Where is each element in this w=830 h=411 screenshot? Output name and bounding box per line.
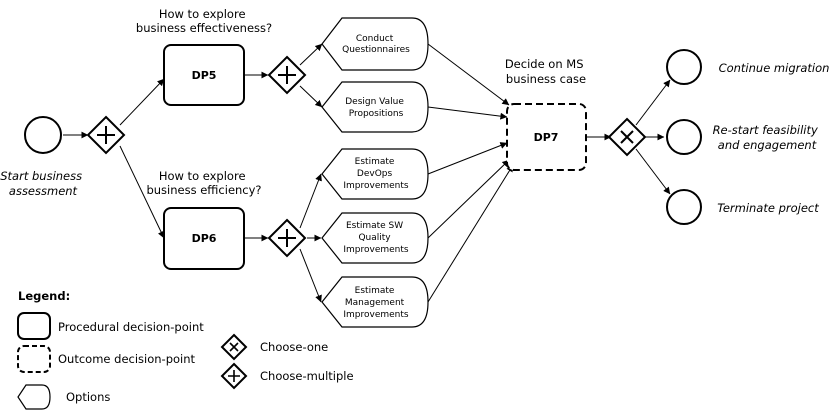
svg-text:Estimate DevOps Im: Estimate DevOps Improvements xyxy=(343,157,409,191)
legend: Legend: Procedural decision-point Outcom… xyxy=(17,289,354,410)
option-estimate-devops-improvements[interactable]: Estimate DevOps Improvements xyxy=(321,148,429,200)
gateway-choose-multiple-dp6[interactable] xyxy=(267,218,307,258)
legend-choose-multiple-label: Choose-multiple xyxy=(260,369,354,383)
edge-to-continue xyxy=(635,79,671,126)
end-event-restart[interactable] xyxy=(666,119,702,155)
edges xyxy=(63,43,671,303)
edge-devops-to-dp7 xyxy=(427,142,508,175)
gateway-choose-multiple-split[interactable] xyxy=(86,115,126,155)
legend-choose-multiple-swatch xyxy=(220,362,248,390)
edge-to-terminate xyxy=(635,148,671,195)
dp7-question: Decide on MS business case xyxy=(505,57,587,86)
dp5-label: DP5 xyxy=(192,69,217,82)
option-estimate-management-improvements[interactable]: Estimate Management Improvements xyxy=(321,276,429,328)
end-label-terminate: Terminate project xyxy=(717,201,819,215)
edge-sw-to-dp7 xyxy=(427,159,510,239)
legend-outcome-swatch xyxy=(17,345,51,373)
legend-procedural-label: Procedural decision-point xyxy=(58,320,204,334)
dp7-label: DP7 xyxy=(534,131,559,144)
edge-to-value-propositions xyxy=(299,85,323,108)
dp6-label: DP6 xyxy=(192,232,217,245)
dp6-question: How to explore business efficiency? xyxy=(146,169,261,197)
legend-choose-one-label: Choose-one xyxy=(260,340,328,354)
end-label-continue: Continue migration xyxy=(719,61,830,75)
legend-outcome-label: Outcome decision-point xyxy=(58,352,196,366)
svg-text:Design Value Proposition: Design Value Propositions xyxy=(345,97,407,119)
legend-options-swatch xyxy=(17,384,51,410)
edge-value-to-dp7 xyxy=(427,106,508,120)
gateway-choose-multiple-dp5[interactable] xyxy=(267,55,307,95)
option-estimate-sw-quality-improvements[interactable]: Estimate SW Quality Improvements xyxy=(321,212,429,264)
start-event-label: Start business assessment xyxy=(0,169,86,198)
dp6-procedural-decision-point[interactable] xyxy=(163,207,245,270)
dp5-question: How to explore business effectiveness? xyxy=(136,7,272,35)
end-event-continue[interactable] xyxy=(666,49,702,85)
svg-text:Estimate Management: Estimate Management Improvements xyxy=(343,286,409,320)
end-event-terminate[interactable] xyxy=(666,189,702,225)
dp7-outcome-decision-point[interactable] xyxy=(506,103,587,171)
edge-gateway-to-dp6 xyxy=(119,145,165,239)
legend-procedural-swatch xyxy=(17,312,51,340)
edge-questionnaires-to-dp7 xyxy=(427,43,510,106)
legend-options-label: Options xyxy=(66,390,110,404)
start-event[interactable] xyxy=(24,116,62,154)
edge-to-devops xyxy=(299,173,322,229)
svg-text:Estimate SW Quality: Estimate SW Quality Improvements xyxy=(343,221,409,255)
legend-choose-one-swatch xyxy=(220,333,248,361)
edge-to-management xyxy=(299,248,322,303)
edge-to-questionnaires xyxy=(299,43,323,66)
end-label-restart: Re-start feasibility and engagement xyxy=(713,123,822,152)
edge-management-to-dp7 xyxy=(427,164,514,303)
option-design-value-propositions[interactable]: Design Value Propositions xyxy=(321,81,429,133)
legend-title: Legend: xyxy=(18,289,70,303)
dp5-procedural-decision-point[interactable] xyxy=(163,44,245,106)
option-conduct-questionnaires[interactable]: Conduct Questionnaires xyxy=(321,17,429,71)
edge-gateway-to-dp5 xyxy=(119,78,165,126)
svg-text:Conduct Questionnaires: Conduct Questionnaires xyxy=(342,34,410,55)
gateway-choose-one[interactable] xyxy=(607,117,647,157)
